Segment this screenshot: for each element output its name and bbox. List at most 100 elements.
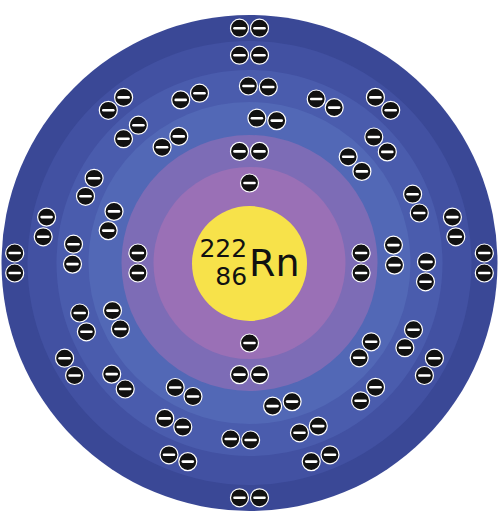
- electron: [174, 418, 192, 436]
- electron: [66, 367, 84, 385]
- electron-minus: [42, 216, 52, 219]
- electron: [6, 264, 24, 282]
- electron-minus: [419, 374, 429, 377]
- electron: [410, 204, 428, 222]
- electron: [85, 169, 103, 187]
- electron: [268, 112, 286, 130]
- electron: [231, 142, 249, 160]
- electron: [222, 430, 240, 448]
- electron-minus: [133, 124, 143, 127]
- electron-minus: [235, 373, 245, 376]
- electron: [241, 334, 259, 352]
- electron: [38, 208, 56, 226]
- electron: [172, 91, 190, 109]
- electron-minus: [170, 386, 180, 389]
- electron-minus: [246, 439, 256, 442]
- electron: [415, 367, 433, 385]
- electron-minus: [235, 150, 245, 153]
- electron-minus: [245, 342, 255, 345]
- electron-minus: [10, 272, 20, 275]
- electron: [404, 185, 422, 203]
- electron-minus: [295, 431, 305, 434]
- electron-minus: [107, 373, 117, 376]
- electron: [447, 228, 465, 246]
- shell-band: [57, 70, 443, 456]
- electron-minus: [133, 252, 143, 255]
- shell-band: [122, 135, 378, 391]
- electron: [259, 78, 277, 96]
- electron: [153, 138, 171, 156]
- electron-minus: [255, 496, 265, 499]
- electron: [321, 446, 339, 464]
- electron-minus: [255, 150, 265, 153]
- electron: [475, 264, 493, 282]
- electron: [77, 323, 95, 341]
- electron-minus: [370, 96, 380, 99]
- electron-minus: [119, 137, 129, 140]
- electron: [231, 366, 249, 384]
- electron: [156, 409, 174, 427]
- electron-minus: [357, 170, 367, 173]
- electron: [251, 46, 269, 64]
- electron: [352, 264, 370, 282]
- electron: [129, 264, 147, 282]
- electron: [475, 244, 493, 262]
- electron-minus: [103, 109, 113, 112]
- electron: [116, 380, 134, 398]
- electron: [352, 244, 370, 262]
- electron: [64, 255, 82, 273]
- electron: [405, 321, 423, 339]
- electron-minus: [329, 106, 339, 109]
- electron: [350, 349, 368, 367]
- electron: [367, 378, 385, 396]
- electron-minus: [306, 460, 316, 463]
- electron: [251, 142, 269, 160]
- electron-minus: [68, 263, 78, 266]
- electron: [382, 101, 400, 119]
- electron: [160, 446, 178, 464]
- electron-minus: [255, 54, 265, 57]
- electron: [111, 320, 129, 338]
- nucleus-label: 22286Rn: [199, 235, 299, 291]
- electron: [56, 349, 74, 367]
- electron-minus: [414, 212, 424, 215]
- isotope-numbers: 22286: [199, 235, 247, 291]
- electron: [378, 143, 396, 161]
- nucleus-circle: 22286Rn: [192, 206, 307, 321]
- electron: [65, 235, 83, 253]
- electron-minus: [422, 261, 432, 264]
- electron: [103, 365, 121, 383]
- electron: [366, 88, 384, 106]
- mass-number: 222: [199, 235, 247, 263]
- electron: [362, 333, 380, 351]
- electron-minus: [252, 117, 262, 120]
- electron-minus: [69, 243, 79, 246]
- electron-minus: [120, 388, 130, 391]
- electron-minus: [108, 309, 118, 312]
- electron: [231, 19, 249, 37]
- electron-minus: [160, 417, 170, 420]
- electron: [170, 127, 188, 145]
- electron-minus: [356, 252, 366, 255]
- electron-minus: [479, 252, 489, 255]
- electron-minus: [235, 27, 245, 30]
- electron-minus: [176, 99, 186, 102]
- electron-minus: [10, 252, 20, 255]
- electron: [129, 116, 147, 134]
- electron: [264, 397, 282, 415]
- electron-minus: [183, 460, 193, 463]
- electron: [425, 349, 443, 367]
- electron-minus: [313, 425, 323, 428]
- electron-minus: [390, 264, 400, 267]
- electron-minus: [354, 356, 364, 359]
- element-symbol: Rn: [249, 243, 300, 283]
- electron-minus: [81, 330, 91, 333]
- electron: [99, 222, 117, 240]
- electron-minus: [386, 109, 396, 112]
- electron-minus: [115, 328, 125, 331]
- shell-band: [28, 41, 472, 485]
- electron-minus: [243, 85, 253, 88]
- atomic-number: 86: [215, 263, 247, 291]
- electron: [251, 366, 269, 384]
